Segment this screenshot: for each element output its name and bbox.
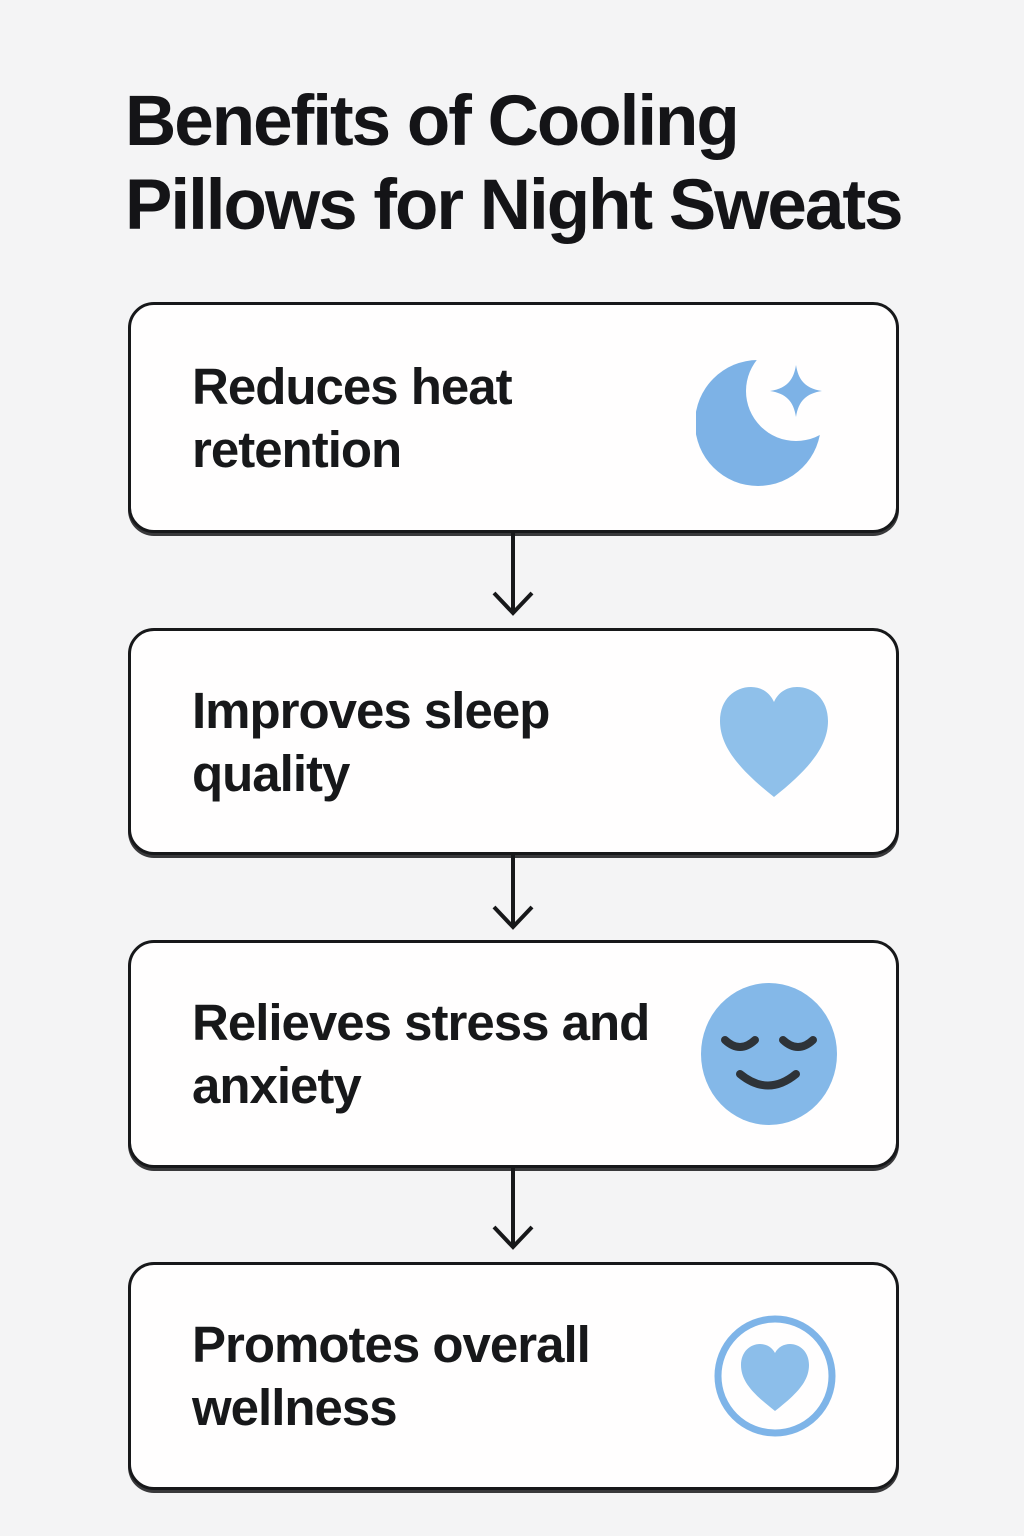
- heart-circle-icon: [712, 1313, 838, 1439]
- flow-arrow: [492, 855, 534, 930]
- benefit-label: Improves sleep quality: [192, 681, 550, 802]
- benefit-label: Reduces heat retention: [192, 357, 513, 478]
- benefit-card-sleep-quality: Improves sleep quality: [128, 628, 899, 855]
- flow-arrow: [492, 533, 534, 616]
- heart-icon: [710, 681, 838, 803]
- benefit-label: Relieves stress and anxiety: [192, 994, 650, 1114]
- page-title-line-2: Pillows for Night Sweats: [125, 166, 904, 245]
- page-title-line-1: Benefits of Cooling: [125, 82, 740, 161]
- benefit-label: Promotes overall wellness: [192, 1316, 591, 1436]
- flow-arrow: [492, 1168, 534, 1250]
- benefit-card-stress-anxiety: Relieves stress and anxiety: [128, 940, 899, 1168]
- relieved-face-icon: [700, 982, 838, 1126]
- moon-sparkle-icon: [696, 342, 838, 493]
- benefit-card-reduces-heat: Reduces heat retention: [128, 302, 899, 533]
- benefit-card-overall-wellness: Promotes overall wellness: [128, 1262, 899, 1490]
